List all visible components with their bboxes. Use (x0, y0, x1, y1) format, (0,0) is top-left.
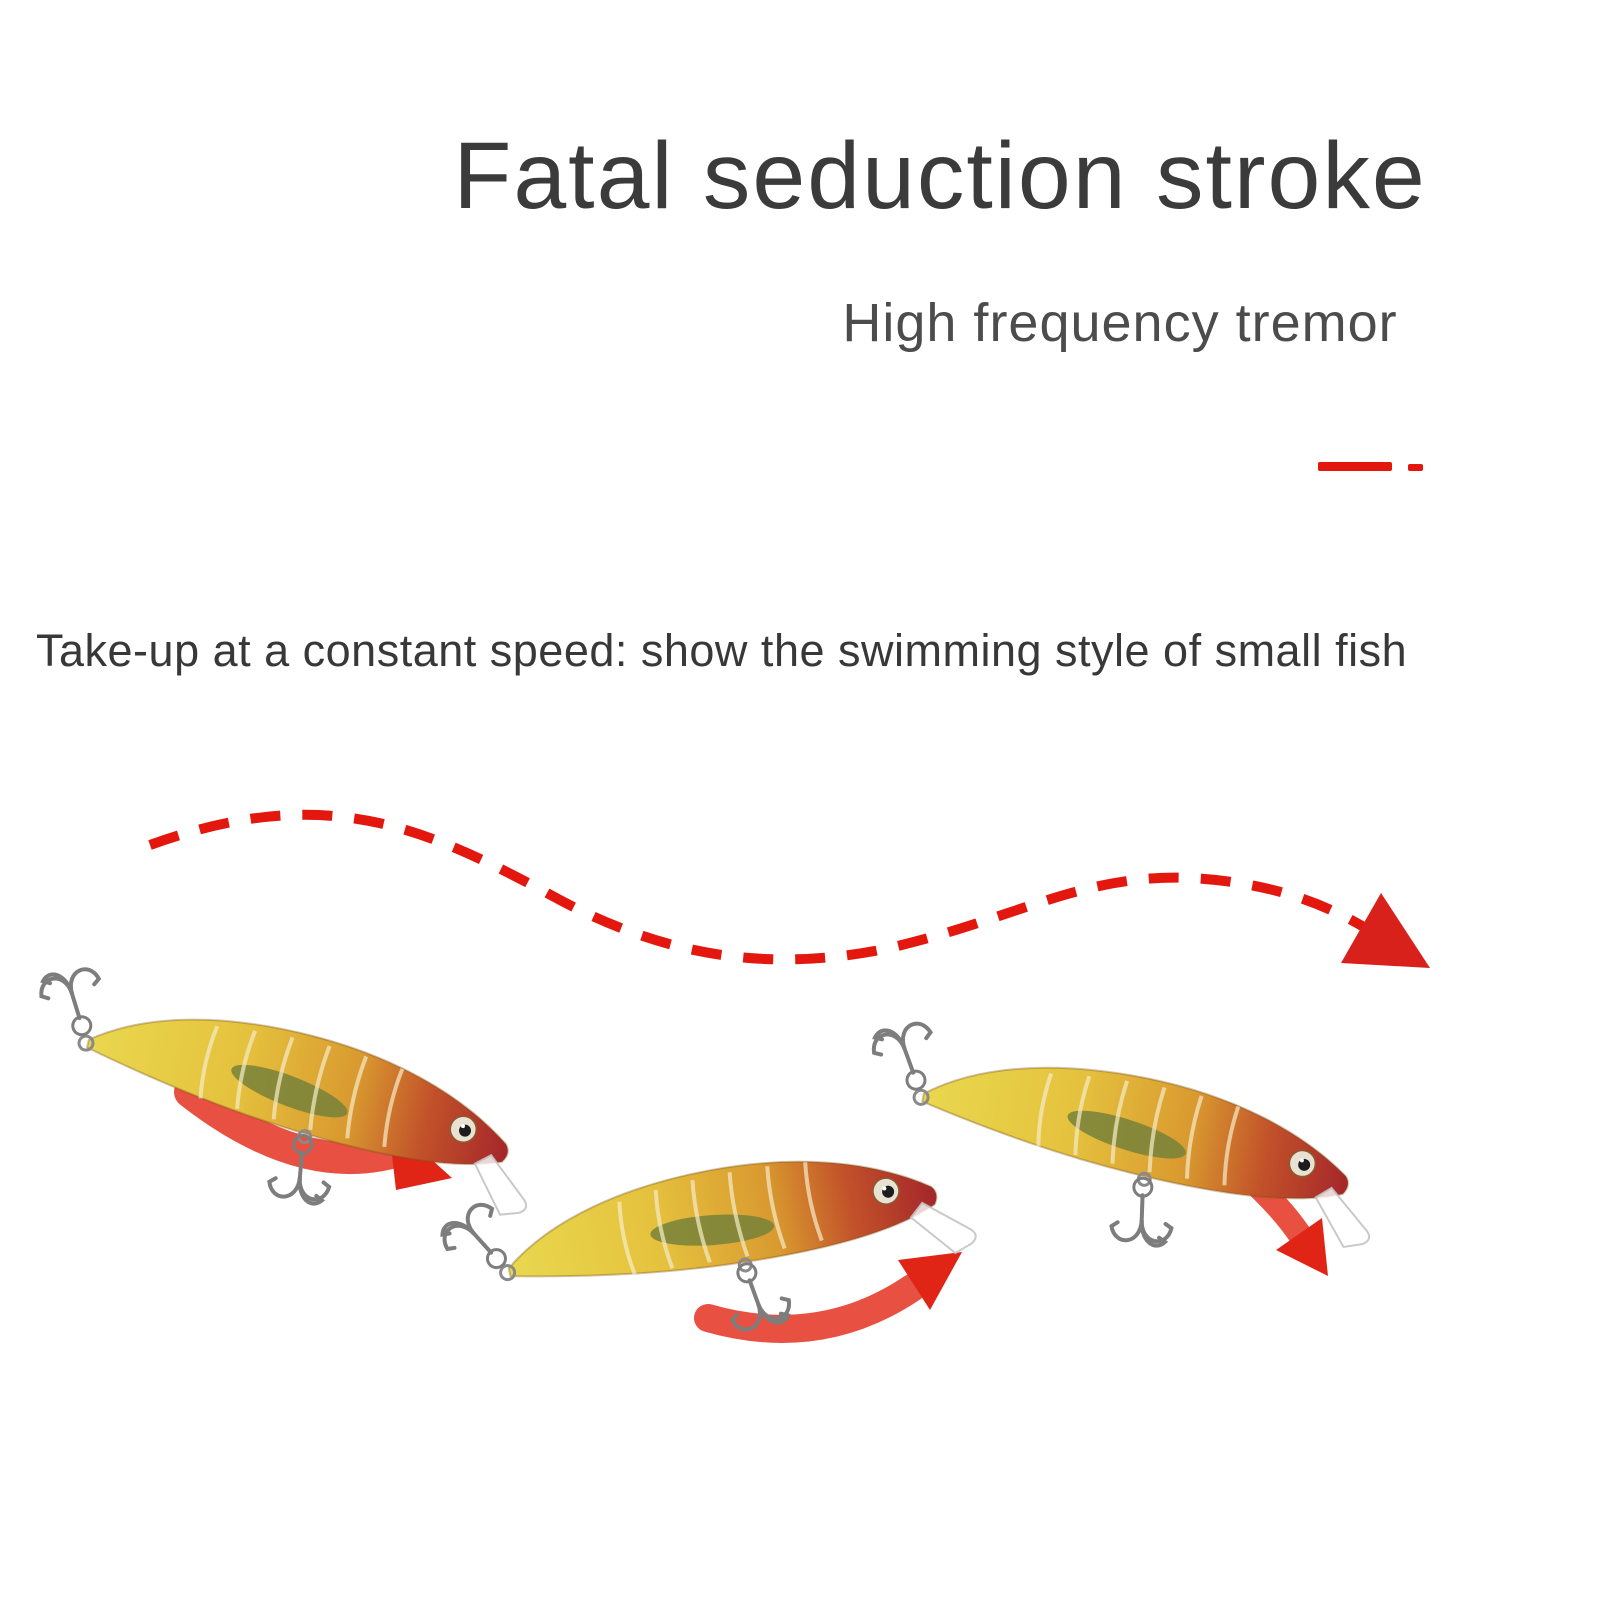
swim-path-arrowhead (1341, 893, 1430, 968)
lure-middle (429, 1096, 986, 1394)
swoosh-arrow-middle-head (898, 1252, 962, 1310)
red-dash-short (1408, 464, 1423, 471)
page-title: Fatal seduction stroke (453, 123, 1427, 229)
lure-left (0, 950, 558, 1257)
red-dash-long (1318, 462, 1392, 471)
red-dash-decoration (1318, 462, 1438, 474)
page-subtitle: High frequency tremor (842, 293, 1398, 353)
swim-path (148, 809, 1375, 965)
caption-text: Take-up at a constant speed: show the sw… (36, 625, 1408, 676)
swoosh-arrow-middle (694, 1274, 926, 1343)
swoosh-arrow-right-head (1276, 1218, 1328, 1276)
